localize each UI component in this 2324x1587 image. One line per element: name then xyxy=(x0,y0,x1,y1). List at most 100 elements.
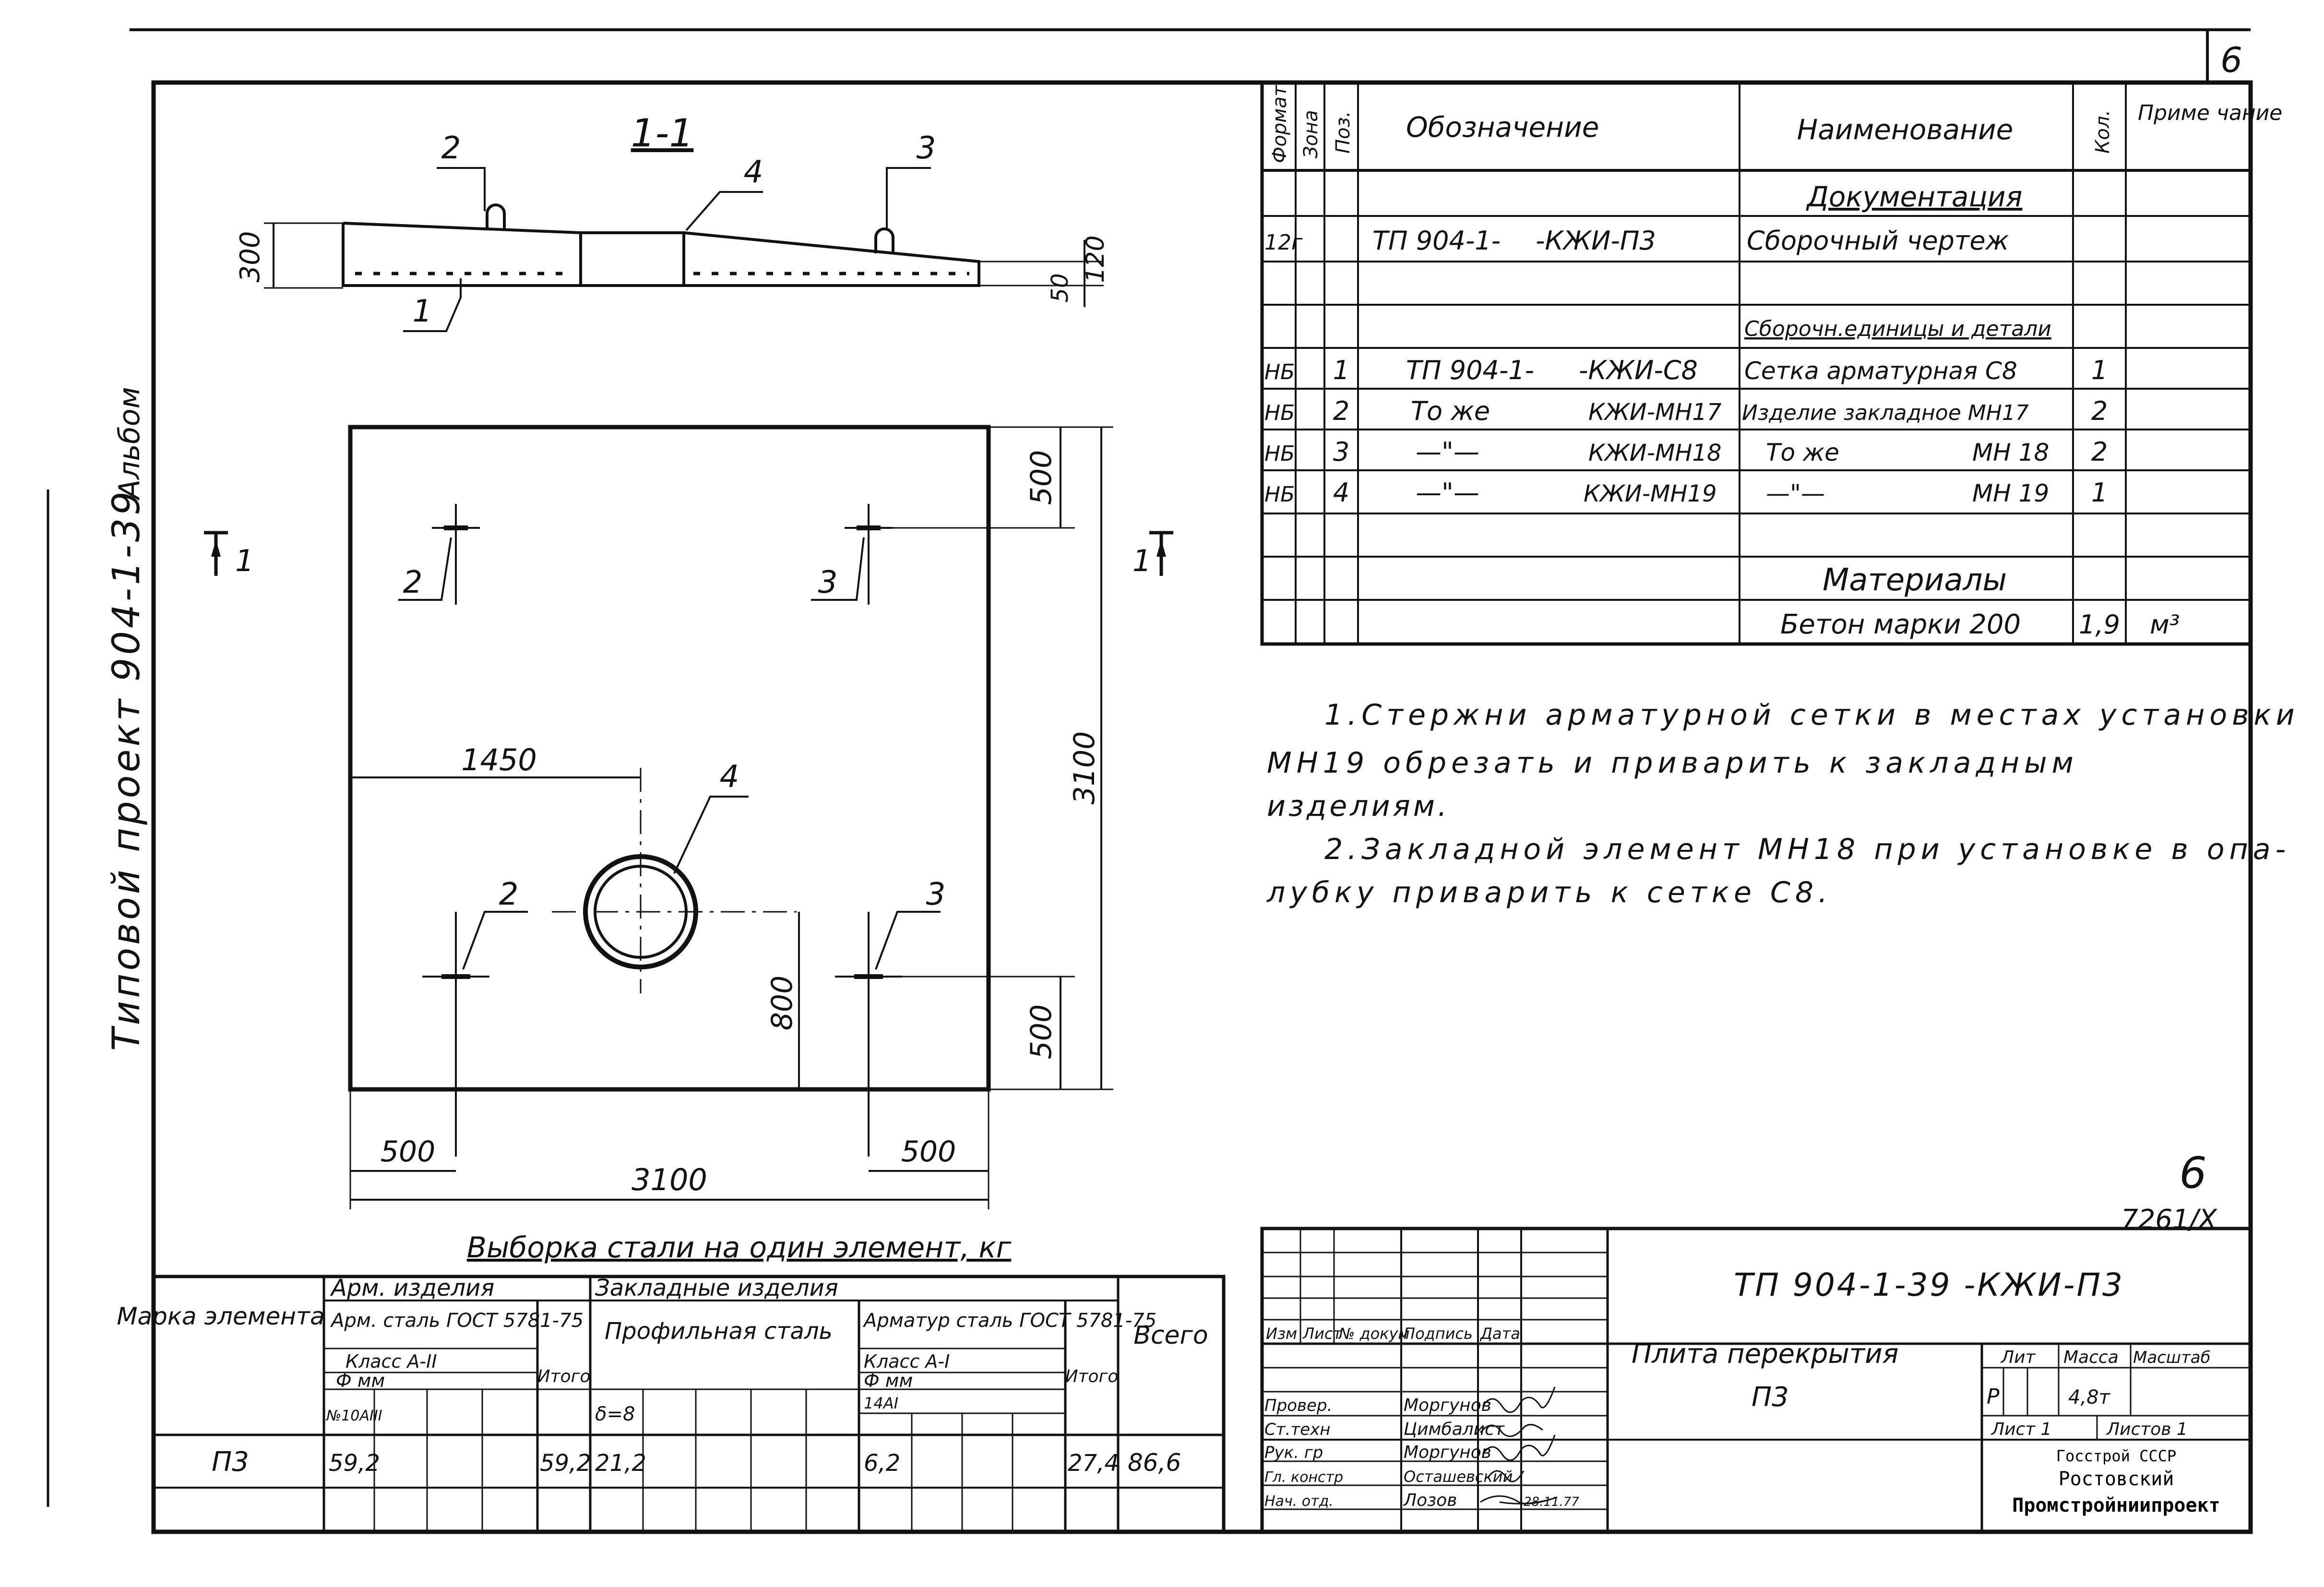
callout-1: 1 xyxy=(413,294,432,329)
tb-org3: Промстройниипроект xyxy=(2012,1494,2220,1516)
svg-text:6,2: 6,2 xyxy=(864,1450,900,1477)
section-marker-right: 1 xyxy=(1132,531,1173,578)
section-view: 1-1 2 4 3 1 300 120 50 xyxy=(235,111,1110,332)
svg-text:1: 1 xyxy=(1132,543,1151,578)
svg-text:Материалы: Материалы xyxy=(1823,562,2007,598)
plan-callout-hole: 4 xyxy=(720,759,739,795)
tb-h-lit: Лит xyxy=(2000,1348,2036,1367)
svg-text:КЖИ-МН17: КЖИ-МН17 xyxy=(1588,399,1722,426)
dim-right-500: 500 xyxy=(901,1135,956,1169)
svg-text:КЖИ-МН18: КЖИ-МН18 xyxy=(1588,440,1722,466)
dim-top-500: 500 xyxy=(1025,450,1058,505)
svg-text:м³: м³ xyxy=(2150,609,2180,640)
svg-text:ТП 904-1-: ТП 904-1- xyxy=(1406,355,1534,385)
embed-mark-bl xyxy=(422,912,489,1157)
spec-h-pos: Поз. xyxy=(1332,111,1354,154)
svg-text:НБ: НБ xyxy=(1264,401,1295,425)
album-label: Альбом xyxy=(113,387,146,501)
embed-mark-br xyxy=(835,912,902,1157)
dim-width-3100: 3100 xyxy=(632,1162,707,1197)
steel-h-emb-dia: Ф мм xyxy=(864,1370,913,1391)
spec-row: Сборочн.единицы и детали xyxy=(1744,317,2051,341)
svg-text:1: 1 xyxy=(235,543,254,578)
lifting-loop-left xyxy=(486,203,506,229)
archive-code: 7261/X xyxy=(2121,1204,2217,1235)
svg-text:1: 1 xyxy=(2091,477,2108,508)
steel-table: Выборка стали на один элемент, кг Марка … xyxy=(117,1231,1226,1534)
tb-role: Ст.техн xyxy=(1264,1420,1330,1439)
svg-text:МН 19: МН 19 xyxy=(1972,479,2049,507)
svg-text:-КЖИ-С8: -КЖИ-С8 xyxy=(1579,355,1698,385)
svg-text:-КЖИ-П3: -КЖИ-П3 xyxy=(1536,226,1656,256)
steel-h-profile-sub: δ=8 xyxy=(595,1403,635,1425)
svg-text:Бетон марки 200: Бетон марки 200 xyxy=(1780,609,2021,640)
steel-h-emb-class: Класс А-I xyxy=(864,1351,950,1372)
svg-text:59,2: 59,2 xyxy=(329,1450,380,1477)
svg-text:КЖИ-МН19: КЖИ-МН19 xyxy=(1584,480,1717,507)
svg-text:Изделие закладное МН17: Изделие закладное МН17 xyxy=(1742,401,2029,425)
svg-text:3: 3 xyxy=(1333,437,1349,467)
plan-callout-tr: 3 xyxy=(818,565,838,600)
svg-text:Документация: Документация xyxy=(1806,180,2023,213)
spec-h-format: Формат xyxy=(1269,84,1291,163)
tb-org1: Госстрой СССР xyxy=(2056,1447,2176,1465)
dim-left-500: 500 xyxy=(381,1135,436,1169)
dim-hole-y-800: 800 xyxy=(765,976,799,1031)
svg-text:4: 4 xyxy=(1333,477,1349,508)
tb-title: Плита перекрытия xyxy=(1632,1338,1898,1370)
tb-role: Гл. констр xyxy=(1264,1469,1343,1486)
note-line: 2.Закладной элемент МН18 при установке в… xyxy=(1324,833,2290,866)
plan-callout-tl: 2 xyxy=(403,565,423,600)
svg-text:ТП 904-1-: ТП 904-1- xyxy=(1372,226,1501,256)
tb-h-mass: Масса xyxy=(2063,1348,2119,1367)
svg-text:1: 1 xyxy=(2091,355,2108,385)
tb-mass: 4,8т xyxy=(2068,1386,2111,1408)
svg-text:1,9: 1,9 xyxy=(2079,609,2120,640)
section-right-part xyxy=(683,231,980,287)
tb-role: Рук. гр xyxy=(1264,1443,1323,1462)
steel-h-arm-dia: Ф мм xyxy=(336,1370,385,1391)
plan-outline xyxy=(348,425,991,1092)
specification-table: Формат Зона Поз. Обозначение Наименовани… xyxy=(1260,81,2282,646)
callout-2: 2 xyxy=(441,131,461,166)
tb-date: 28.11.77 xyxy=(1524,1495,1579,1509)
svg-text:НБ: НБ xyxy=(1264,441,1295,466)
embed-mark-tr xyxy=(845,504,893,605)
spec-row: НБ 1 ТП 904-1- -КЖИ-С8 Сетка арматурная … xyxy=(1264,355,2108,385)
tb-h-list: Лист xyxy=(1302,1324,1342,1343)
lifting-loop-right xyxy=(874,227,894,253)
tb-org2: Ростовский xyxy=(2059,1468,2174,1490)
steel-h-total: Итого xyxy=(537,1367,591,1386)
tb-h-scale: Масштаб xyxy=(2133,1348,2211,1367)
steel-h-arm: Арм. изделия xyxy=(330,1275,494,1301)
tb-h-date: Дата xyxy=(1479,1324,1520,1343)
steel-h-emb-steel: Арматур сталь ГОСТ 5781-75 xyxy=(862,1310,1156,1332)
tb-role: Нач. отд. xyxy=(1264,1493,1334,1510)
note-line: лубку приварить к сетке С8. xyxy=(1266,876,1832,909)
svg-text:П3: П3 xyxy=(212,1446,249,1478)
steel-h-emb-sub: 14АI xyxy=(864,1394,898,1412)
spec-h-zone: Зона xyxy=(1300,110,1322,158)
tb-sheets: Листов 1 xyxy=(2106,1420,2188,1439)
tb-title-mark: П3 xyxy=(1752,1382,1789,1413)
callout-leader-4 xyxy=(685,191,763,231)
steel-caption: Выборка стали на один элемент, кг xyxy=(467,1231,1012,1265)
spec-h-qty: Кол. xyxy=(2092,110,2114,154)
svg-text:То же: То же xyxy=(1766,439,1839,466)
spec-h-note: Приме чание xyxy=(2138,101,2282,125)
tb-h-docnum: № докум xyxy=(1338,1324,1410,1343)
callout-4: 4 xyxy=(744,155,763,190)
table-row: П3 59,2 59,2 21,2 6,2 27,4 86,6 xyxy=(212,1446,1181,1478)
steel-h-arm-steel: Арм. сталь ГОСТ 5781-75 xyxy=(330,1310,584,1332)
section-title: 1-1 xyxy=(631,111,694,155)
spec-row: НБ 2 То же КЖИ-МН17 Изделие закладное МН… xyxy=(1264,396,2108,426)
plan-view: 2 3 4 2 3 500 3100 500 800 1450 500 500 xyxy=(348,425,1113,1209)
svg-text:59,2: 59,2 xyxy=(540,1450,591,1477)
note-line: 1.Стержни арматурной сетки в местах уста… xyxy=(1324,698,2300,732)
dim-bottom-500: 500 xyxy=(1025,1004,1058,1060)
embed-mark-tl xyxy=(432,504,480,605)
spec-h-name: Наименование xyxy=(1797,113,2014,146)
section-hole-part xyxy=(579,231,685,287)
title-block: Изм Лист № докум Подпись Дата Провер. Мо… xyxy=(1260,1227,2252,1534)
callout-leader-3 xyxy=(886,167,931,229)
